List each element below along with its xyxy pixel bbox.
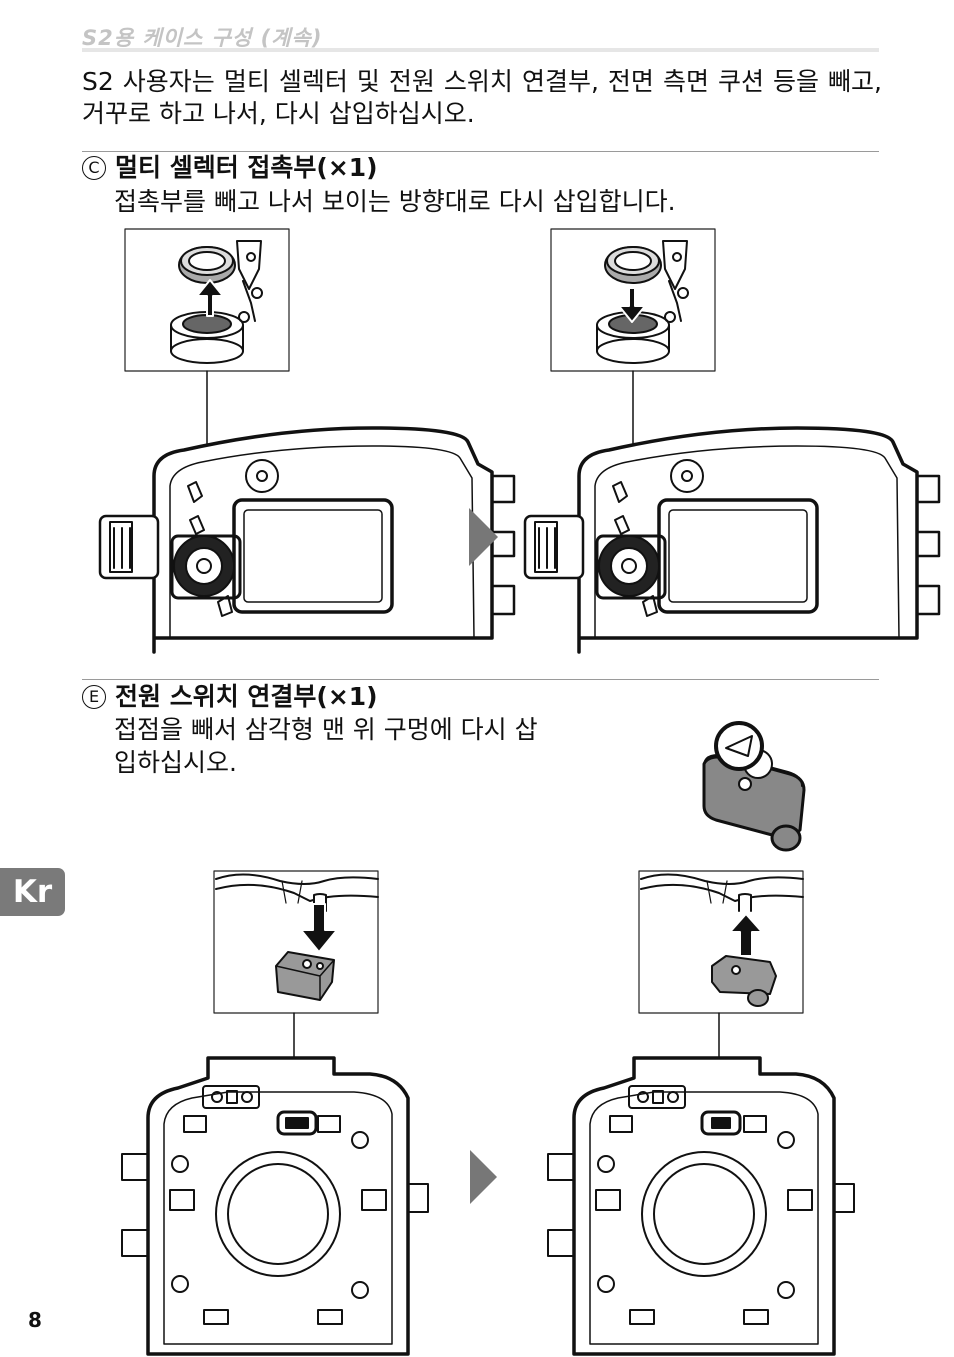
- section-c-description: 접촉부를 빼고 나서 보이는 방향대로 다시 삽입합니다.: [114, 187, 676, 216]
- section-e-title: E 전원 스위치 연결부(×1): [82, 682, 378, 712]
- section-c-rule: [82, 151, 879, 152]
- section-e-title-text: 전원 스위치 연결부(×1): [115, 682, 378, 711]
- marker-e-icon: E: [82, 685, 106, 709]
- section-e-description-line2: 입하십시오.: [114, 748, 237, 777]
- language-tab: Kr: [0, 868, 65, 916]
- section-e-rule: [82, 679, 879, 680]
- intro-paragraph: S2 사용자는 멀티 셀렉터 및 전원 스위치 연결부, 전면 측면 쿠션 등을…: [82, 67, 882, 128]
- page-number: 8: [28, 1308, 42, 1332]
- section-c-title: C 멀티 셀렉터 접촉부(×1): [82, 153, 378, 183]
- section-c-title-text: 멀티 셀렉터 접촉부(×1): [115, 153, 378, 182]
- running-title: S2용 케이스 구성 (계속): [82, 26, 323, 50]
- header-rule: [82, 48, 879, 52]
- section-e-description-line1: 접점을 빼서 삼각형 맨 위 구멍에 다시 삽: [114, 715, 538, 744]
- marker-c-icon: C: [82, 156, 106, 180]
